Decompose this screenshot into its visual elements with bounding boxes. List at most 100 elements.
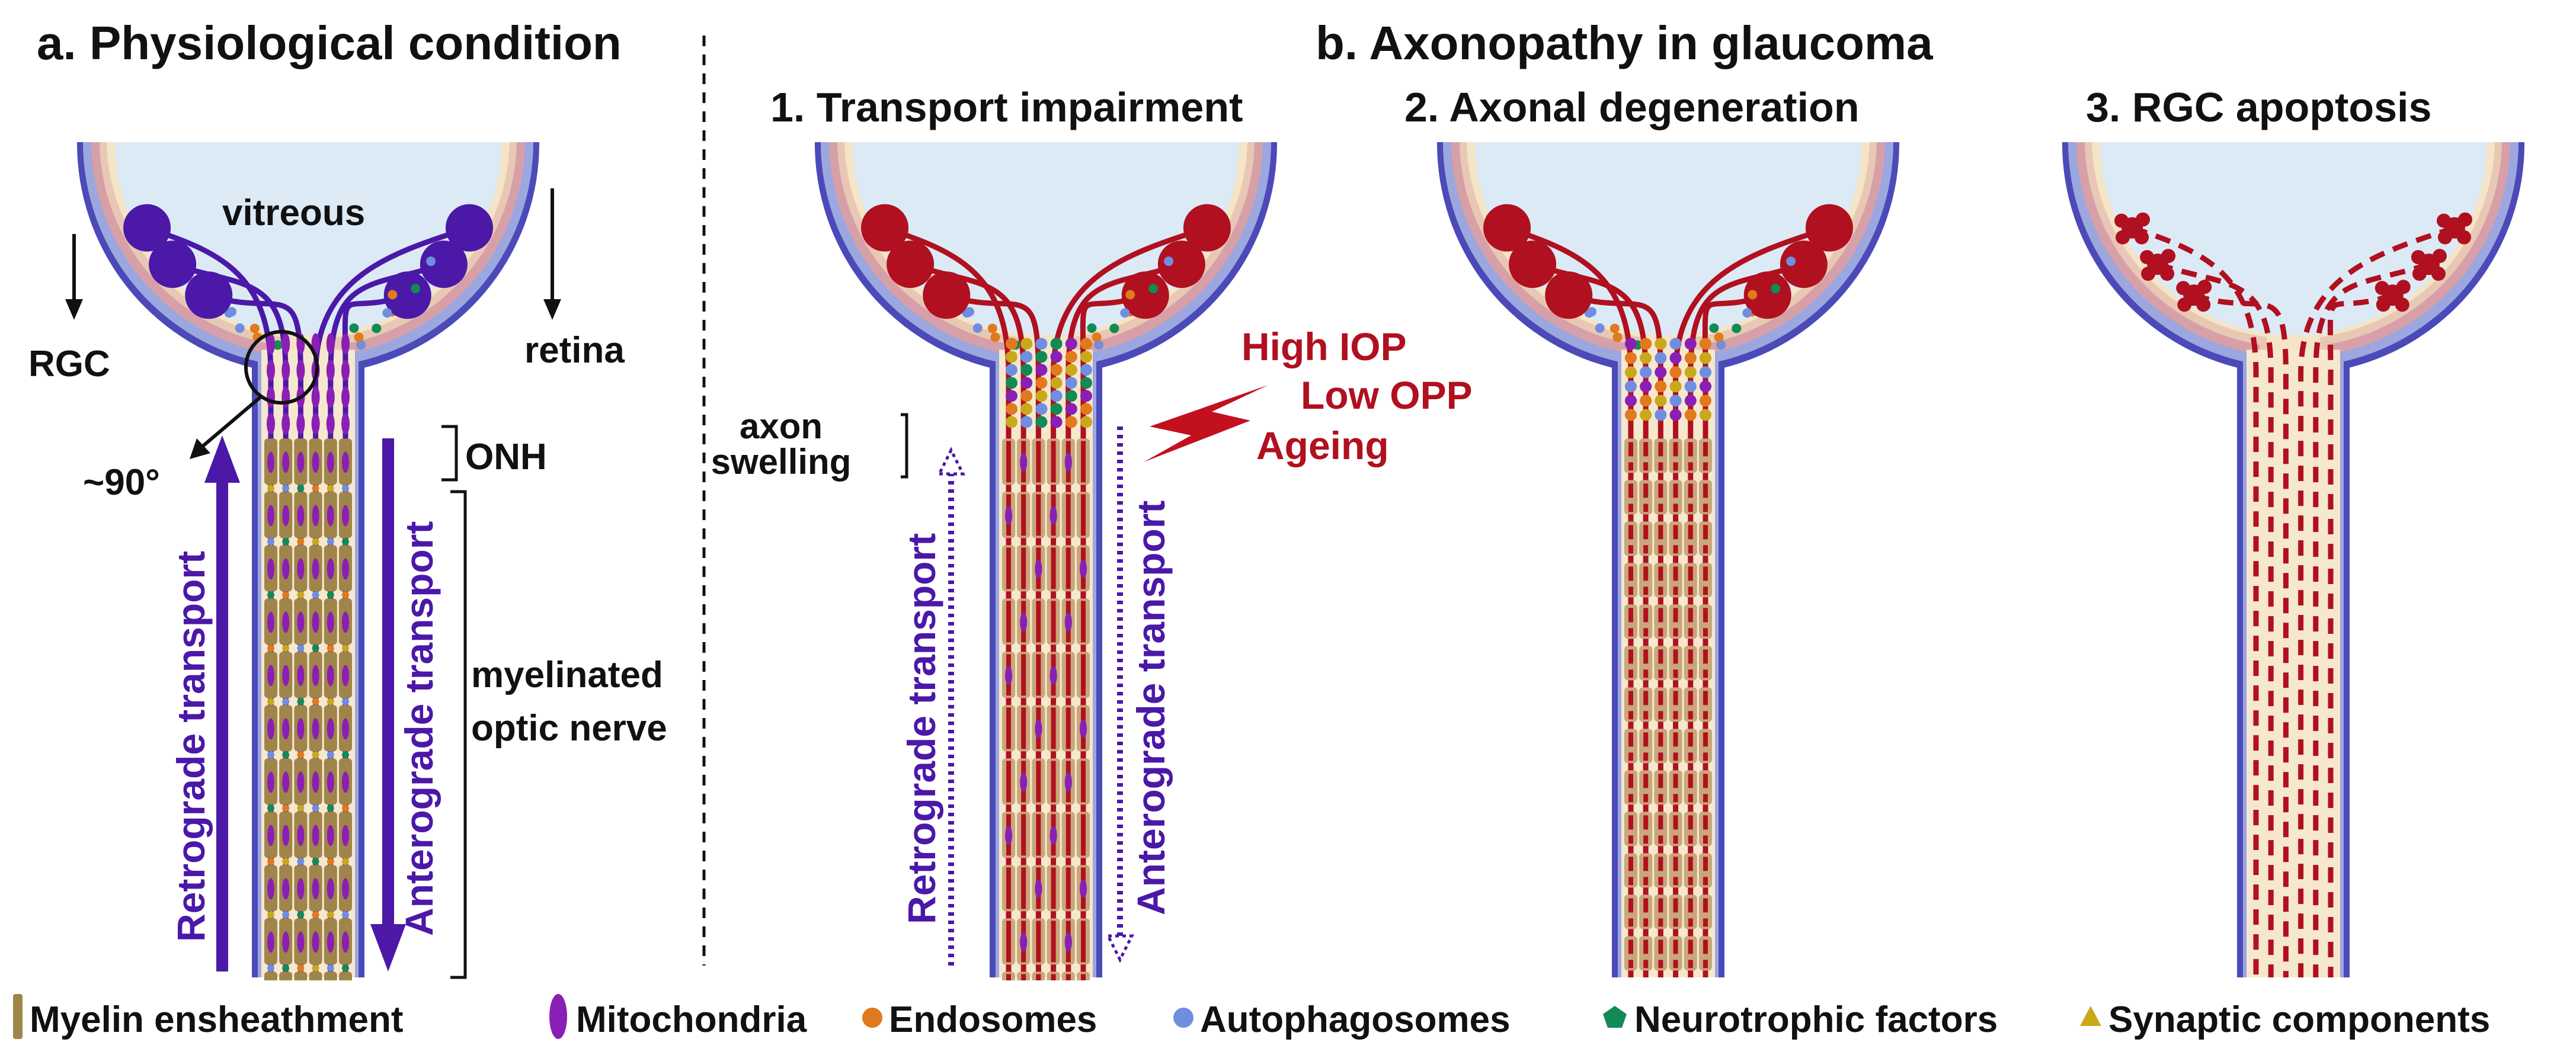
axon-cargo (349, 323, 359, 333)
mitochondrion (282, 771, 290, 793)
onh-mitochondrion (267, 333, 275, 355)
axon-cargo (267, 485, 274, 492)
axon-cargo (342, 485, 349, 492)
onh-mitochondrion (326, 386, 335, 408)
rgc-soma (1743, 271, 1791, 319)
accumulated-cargo (1669, 338, 1682, 350)
axon-cargo (297, 964, 305, 972)
mitochondrion (342, 558, 349, 580)
rgc-soma (420, 240, 468, 288)
myelin-segment (309, 971, 322, 980)
rgc-soma (123, 204, 171, 252)
apoptotic-rgc (2436, 212, 2472, 245)
accumulated-cargo (1065, 364, 1077, 376)
accumulated-cargo (1640, 395, 1652, 407)
accumulated-cargo (1700, 380, 1711, 393)
accumulated-cargo (1080, 338, 1092, 350)
mitochondrion (312, 665, 319, 687)
mitochondrion (297, 931, 305, 953)
mitochondrion (327, 611, 334, 633)
accumulated-cargo (1020, 338, 1033, 350)
axon-cargo (282, 911, 290, 919)
mitochondrion (342, 878, 349, 900)
mitochondrion (327, 825, 334, 846)
retrograde-label: Retrograde transport (169, 551, 213, 942)
rgc-soma (923, 271, 971, 319)
axon-cargo (342, 644, 349, 652)
onh-mitochondrion (267, 360, 275, 381)
axon-cargo (327, 858, 334, 865)
axon-cargo (1164, 256, 1174, 267)
onh-mitochondrion (326, 333, 335, 355)
axon-cargo (342, 911, 349, 919)
myelin-segment (294, 971, 308, 980)
mitochondrion (282, 558, 290, 580)
axon-cargo (1709, 323, 1719, 333)
rgc-soma (861, 204, 909, 252)
accumulated-cargo (1050, 377, 1063, 389)
accumulated-cargo (1035, 364, 1048, 376)
axon-cargo (327, 591, 334, 599)
axon-cargo (267, 751, 274, 759)
axon-cargo (411, 284, 421, 294)
mitochondrion (297, 558, 305, 580)
apoptotic-body (2176, 281, 2191, 296)
axon-cargo (312, 964, 319, 972)
axon-cargo (327, 804, 334, 812)
apoptotic-body (2114, 213, 2129, 228)
axon-cargo (327, 485, 334, 492)
mitochondrion (267, 505, 274, 527)
eye-schematic-rgc-apoptosis (2062, 142, 2525, 977)
axon-cargo (297, 804, 305, 812)
axon-cargo (297, 485, 305, 492)
degenerated-axon (2156, 261, 2274, 977)
mitochondrion (267, 611, 274, 633)
accumulated-cargo (1050, 403, 1063, 415)
myelin-segment (264, 971, 277, 980)
axon-cargo (282, 804, 290, 812)
mitochondrion (297, 718, 305, 740)
axon-cargo (312, 485, 319, 492)
myelin-segment (279, 971, 293, 980)
mitochondrion (312, 718, 319, 740)
rgc-soma (149, 240, 197, 288)
onh-mitochondrion (281, 386, 290, 408)
apoptotic-body (2431, 267, 2446, 281)
axon-cargo (1148, 284, 1159, 294)
legend: Myelin ensheathment Mitochondria Endosom… (13, 994, 2490, 1040)
onh-mitochondrion (326, 413, 335, 435)
apoptotic-rgc (2411, 249, 2447, 281)
rgc-soma (383, 271, 431, 319)
legend-label-synaptic: Synaptic components (2108, 999, 2490, 1040)
mitochondrion (1080, 559, 1087, 579)
myelin-segment (339, 971, 352, 980)
onh-mitochondrion (281, 413, 290, 435)
accumulated-cargo (1655, 380, 1667, 393)
axon-cargo (342, 964, 349, 972)
mitochondrion (297, 451, 305, 473)
mitochondrion (297, 505, 305, 527)
mitochondrion (1005, 506, 1012, 525)
axon-cargo (312, 804, 319, 812)
accumulated-cargo (1684, 366, 1697, 379)
mitochondrion (1064, 613, 1072, 632)
axon-cargo (282, 485, 290, 492)
mitochondrion (267, 718, 274, 740)
myelinated-bracket (450, 490, 467, 979)
axon-cargo (1716, 340, 1726, 350)
accumulated-cargo (1065, 377, 1077, 389)
accumulated-cargo (1080, 377, 1092, 389)
mitochondrion (312, 771, 319, 793)
myelin-segment (324, 971, 337, 980)
autophagosome-dot-icon (1173, 1008, 1193, 1028)
axon-cargo (312, 911, 319, 919)
axon-cargo (297, 698, 305, 706)
axon-cargo (354, 332, 364, 342)
axon-cargo (990, 332, 1000, 342)
synaptic-triangle-icon (2080, 1006, 2101, 1026)
mitochondrion (1020, 932, 1028, 952)
accumulated-cargo (1065, 351, 1077, 363)
accumulated-cargo (1640, 338, 1652, 350)
mitochondrion (1035, 879, 1042, 899)
